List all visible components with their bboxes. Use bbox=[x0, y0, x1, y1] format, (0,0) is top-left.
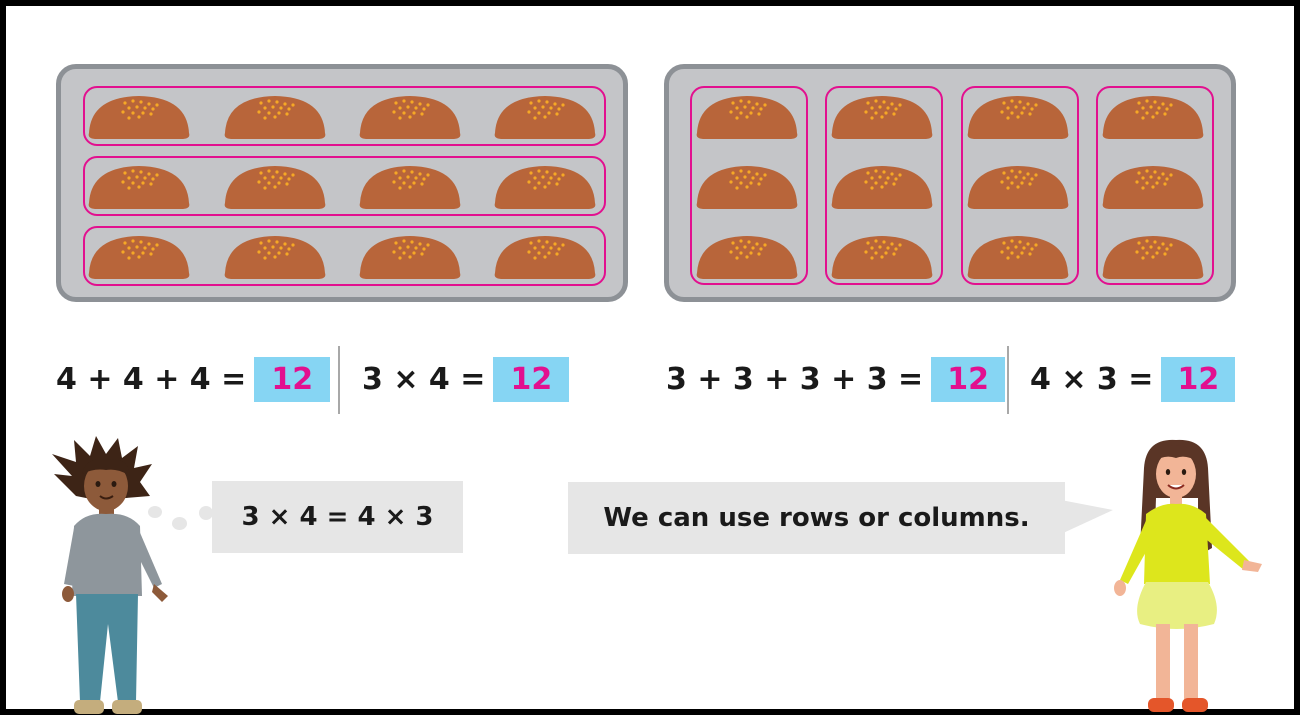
bun bbox=[696, 236, 798, 279]
bun bbox=[224, 166, 326, 209]
girl-character bbox=[1114, 439, 1262, 712]
bun bbox=[494, 96, 596, 139]
bun bbox=[359, 166, 461, 209]
boy-thought-text: 3 × 4 = 4 × 3 bbox=[241, 502, 434, 532]
baking-tray-rows bbox=[56, 64, 628, 302]
bun bbox=[696, 166, 798, 209]
bun bbox=[359, 96, 461, 139]
bun bbox=[88, 96, 190, 139]
rows-addition-answer-box: 12 bbox=[254, 356, 331, 402]
bun bbox=[88, 236, 190, 279]
bun bbox=[1102, 96, 1204, 139]
bun bbox=[224, 236, 326, 279]
divider-left bbox=[338, 346, 340, 414]
rows-multiplication-equation: 3 × 4 = 12 bbox=[362, 355, 570, 403]
bun bbox=[696, 96, 798, 139]
bun bbox=[831, 166, 933, 209]
cols-multiplication-answer-box: 12 bbox=[1161, 356, 1236, 402]
cols-addition-answer-box: 12 bbox=[931, 356, 1006, 402]
boy-thought-bubble: 3 × 4 = 4 × 3 bbox=[212, 481, 463, 553]
row-group-1 bbox=[83, 86, 606, 146]
bun bbox=[494, 236, 596, 279]
bun bbox=[967, 166, 1069, 209]
cols-multiplication-equation: 4 × 3 = 12 bbox=[1030, 355, 1236, 403]
girl-speech-text: We can use rows or columns. bbox=[603, 503, 1030, 533]
rows-addition-equation: 4 + 4 + 4 = 12 bbox=[56, 355, 331, 403]
row-group-2 bbox=[83, 156, 606, 216]
bun bbox=[831, 236, 933, 279]
bun bbox=[224, 96, 326, 139]
boy-character bbox=[52, 436, 168, 714]
speech-tail bbox=[1061, 500, 1113, 534]
bun bbox=[967, 96, 1069, 139]
baking-tray-columns bbox=[664, 64, 1236, 302]
column-group-2 bbox=[825, 86, 943, 285]
rows-multiplication-answer-box: 12 bbox=[493, 356, 570, 402]
column-group-1 bbox=[690, 86, 808, 285]
column-group-4 bbox=[1096, 86, 1214, 285]
cols-multiplication-text: 4 × 3 = bbox=[1030, 361, 1154, 397]
bun bbox=[1102, 166, 1204, 209]
bun bbox=[359, 236, 461, 279]
cols-addition-equation: 3 + 3 + 3 + 3 = 12 bbox=[666, 355, 1006, 403]
rows-addition-text: 4 + 4 + 4 = bbox=[56, 361, 247, 397]
bun bbox=[88, 166, 190, 209]
column-group-3 bbox=[961, 86, 1079, 285]
divider-right bbox=[1007, 346, 1009, 414]
girl-speech-bubble: We can use rows or columns. bbox=[568, 482, 1065, 554]
bun bbox=[967, 236, 1069, 279]
rows-multiplication-text: 3 × 4 = bbox=[362, 361, 486, 397]
cols-addition-text: 3 + 3 + 3 + 3 = bbox=[666, 361, 924, 397]
bun bbox=[831, 96, 933, 139]
row-group-3 bbox=[83, 226, 606, 286]
bun bbox=[494, 166, 596, 209]
bun bbox=[1102, 236, 1204, 279]
